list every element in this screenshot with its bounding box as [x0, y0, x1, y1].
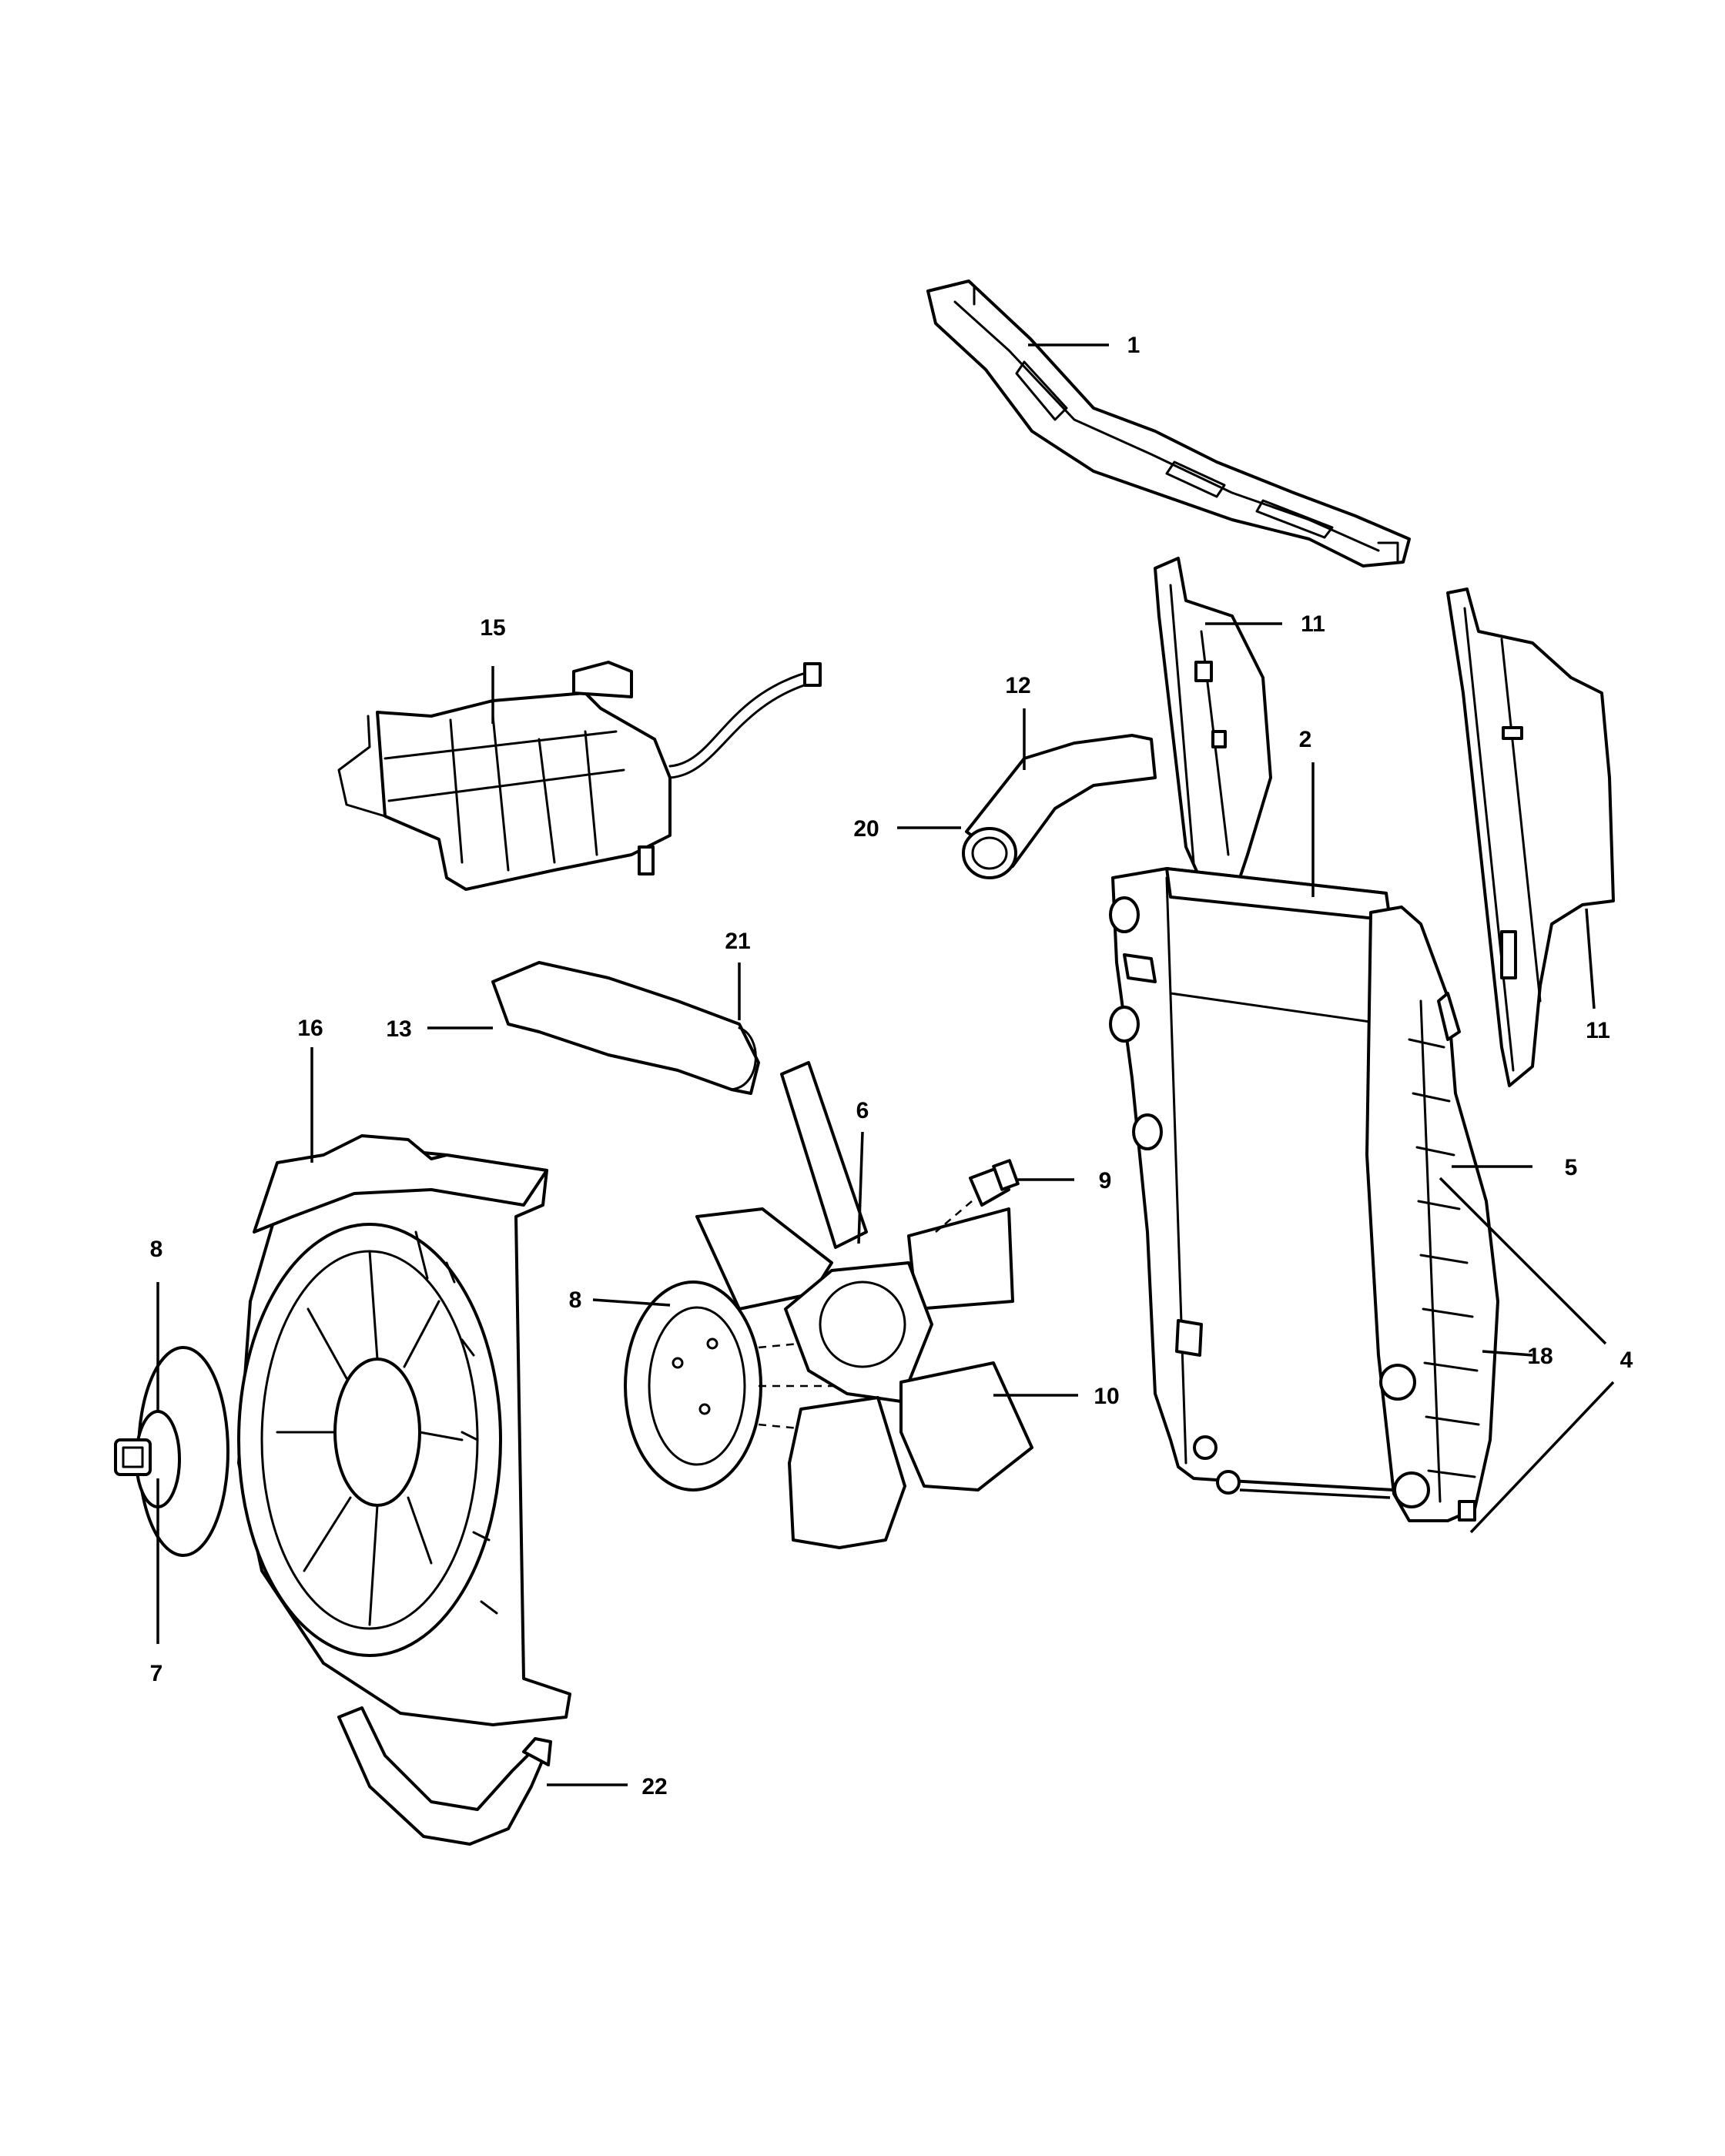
leader-18 [1482, 1350, 1533, 1357]
leader-lines [156, 343, 1615, 1786]
callout-16: 16 [297, 1016, 323, 1041]
leader-11b [1585, 908, 1596, 1009]
part-9-bolt [935, 1159, 1020, 1233]
part-1-radiator-support-crossmember [926, 280, 1411, 567]
callout-9: 9 [1099, 1168, 1112, 1194]
callout-8-center: 8 [569, 1287, 582, 1313]
callout-22: 22 [641, 1774, 667, 1799]
callout-20: 20 [853, 816, 879, 842]
leader-8b [592, 1298, 671, 1307]
leader-6 [857, 1131, 864, 1244]
callout-7: 7 [150, 1661, 163, 1686]
callout-labels: 1 11 12 2 15 20 21 11 16 13 6 5 9 8 8 18… [150, 333, 1633, 1799]
leader-4a [1439, 1177, 1607, 1345]
callout-11-bottom: 11 [1586, 1018, 1610, 1043]
callout-21: 21 [725, 929, 750, 954]
callout-13: 13 [386, 1016, 411, 1042]
callout-2: 2 [1299, 727, 1312, 752]
part-15-coolant-reservoir [337, 661, 822, 891]
part-7-nut [114, 1438, 152, 1476]
callout-15: 15 [480, 615, 505, 641]
callout-18: 18 [1527, 1344, 1552, 1369]
part-11-air-seal-right [1446, 588, 1615, 1087]
part-22-shroud-strap [337, 1706, 552, 1846]
part-12-upper-radiator-hose [962, 734, 1157, 879]
callout-10: 10 [1094, 1384, 1119, 1409]
part-8-fan-drive-disc-center [624, 1281, 840, 1491]
part-16-fan-shroud [237, 1134, 571, 1726]
callout-11-top: 11 [1301, 611, 1325, 637]
callout-5: 5 [1565, 1155, 1578, 1180]
part-2-radiator [1109, 867, 1499, 1522]
callout-6: 6 [856, 1098, 869, 1123]
part-11-air-seal-left [1154, 557, 1272, 883]
callout-1: 1 [1127, 333, 1141, 358]
callout-12: 12 [1005, 673, 1030, 698]
part-13-lower-radiator-hose [491, 961, 760, 1095]
part-6-fan-blade [695, 1061, 1033, 1549]
leader-2-bottom [1239, 1488, 1391, 1499]
callout-8-left: 8 [150, 1237, 163, 1262]
callout-4: 4 [1620, 1348, 1633, 1373]
leader-4b [1469, 1381, 1615, 1534]
